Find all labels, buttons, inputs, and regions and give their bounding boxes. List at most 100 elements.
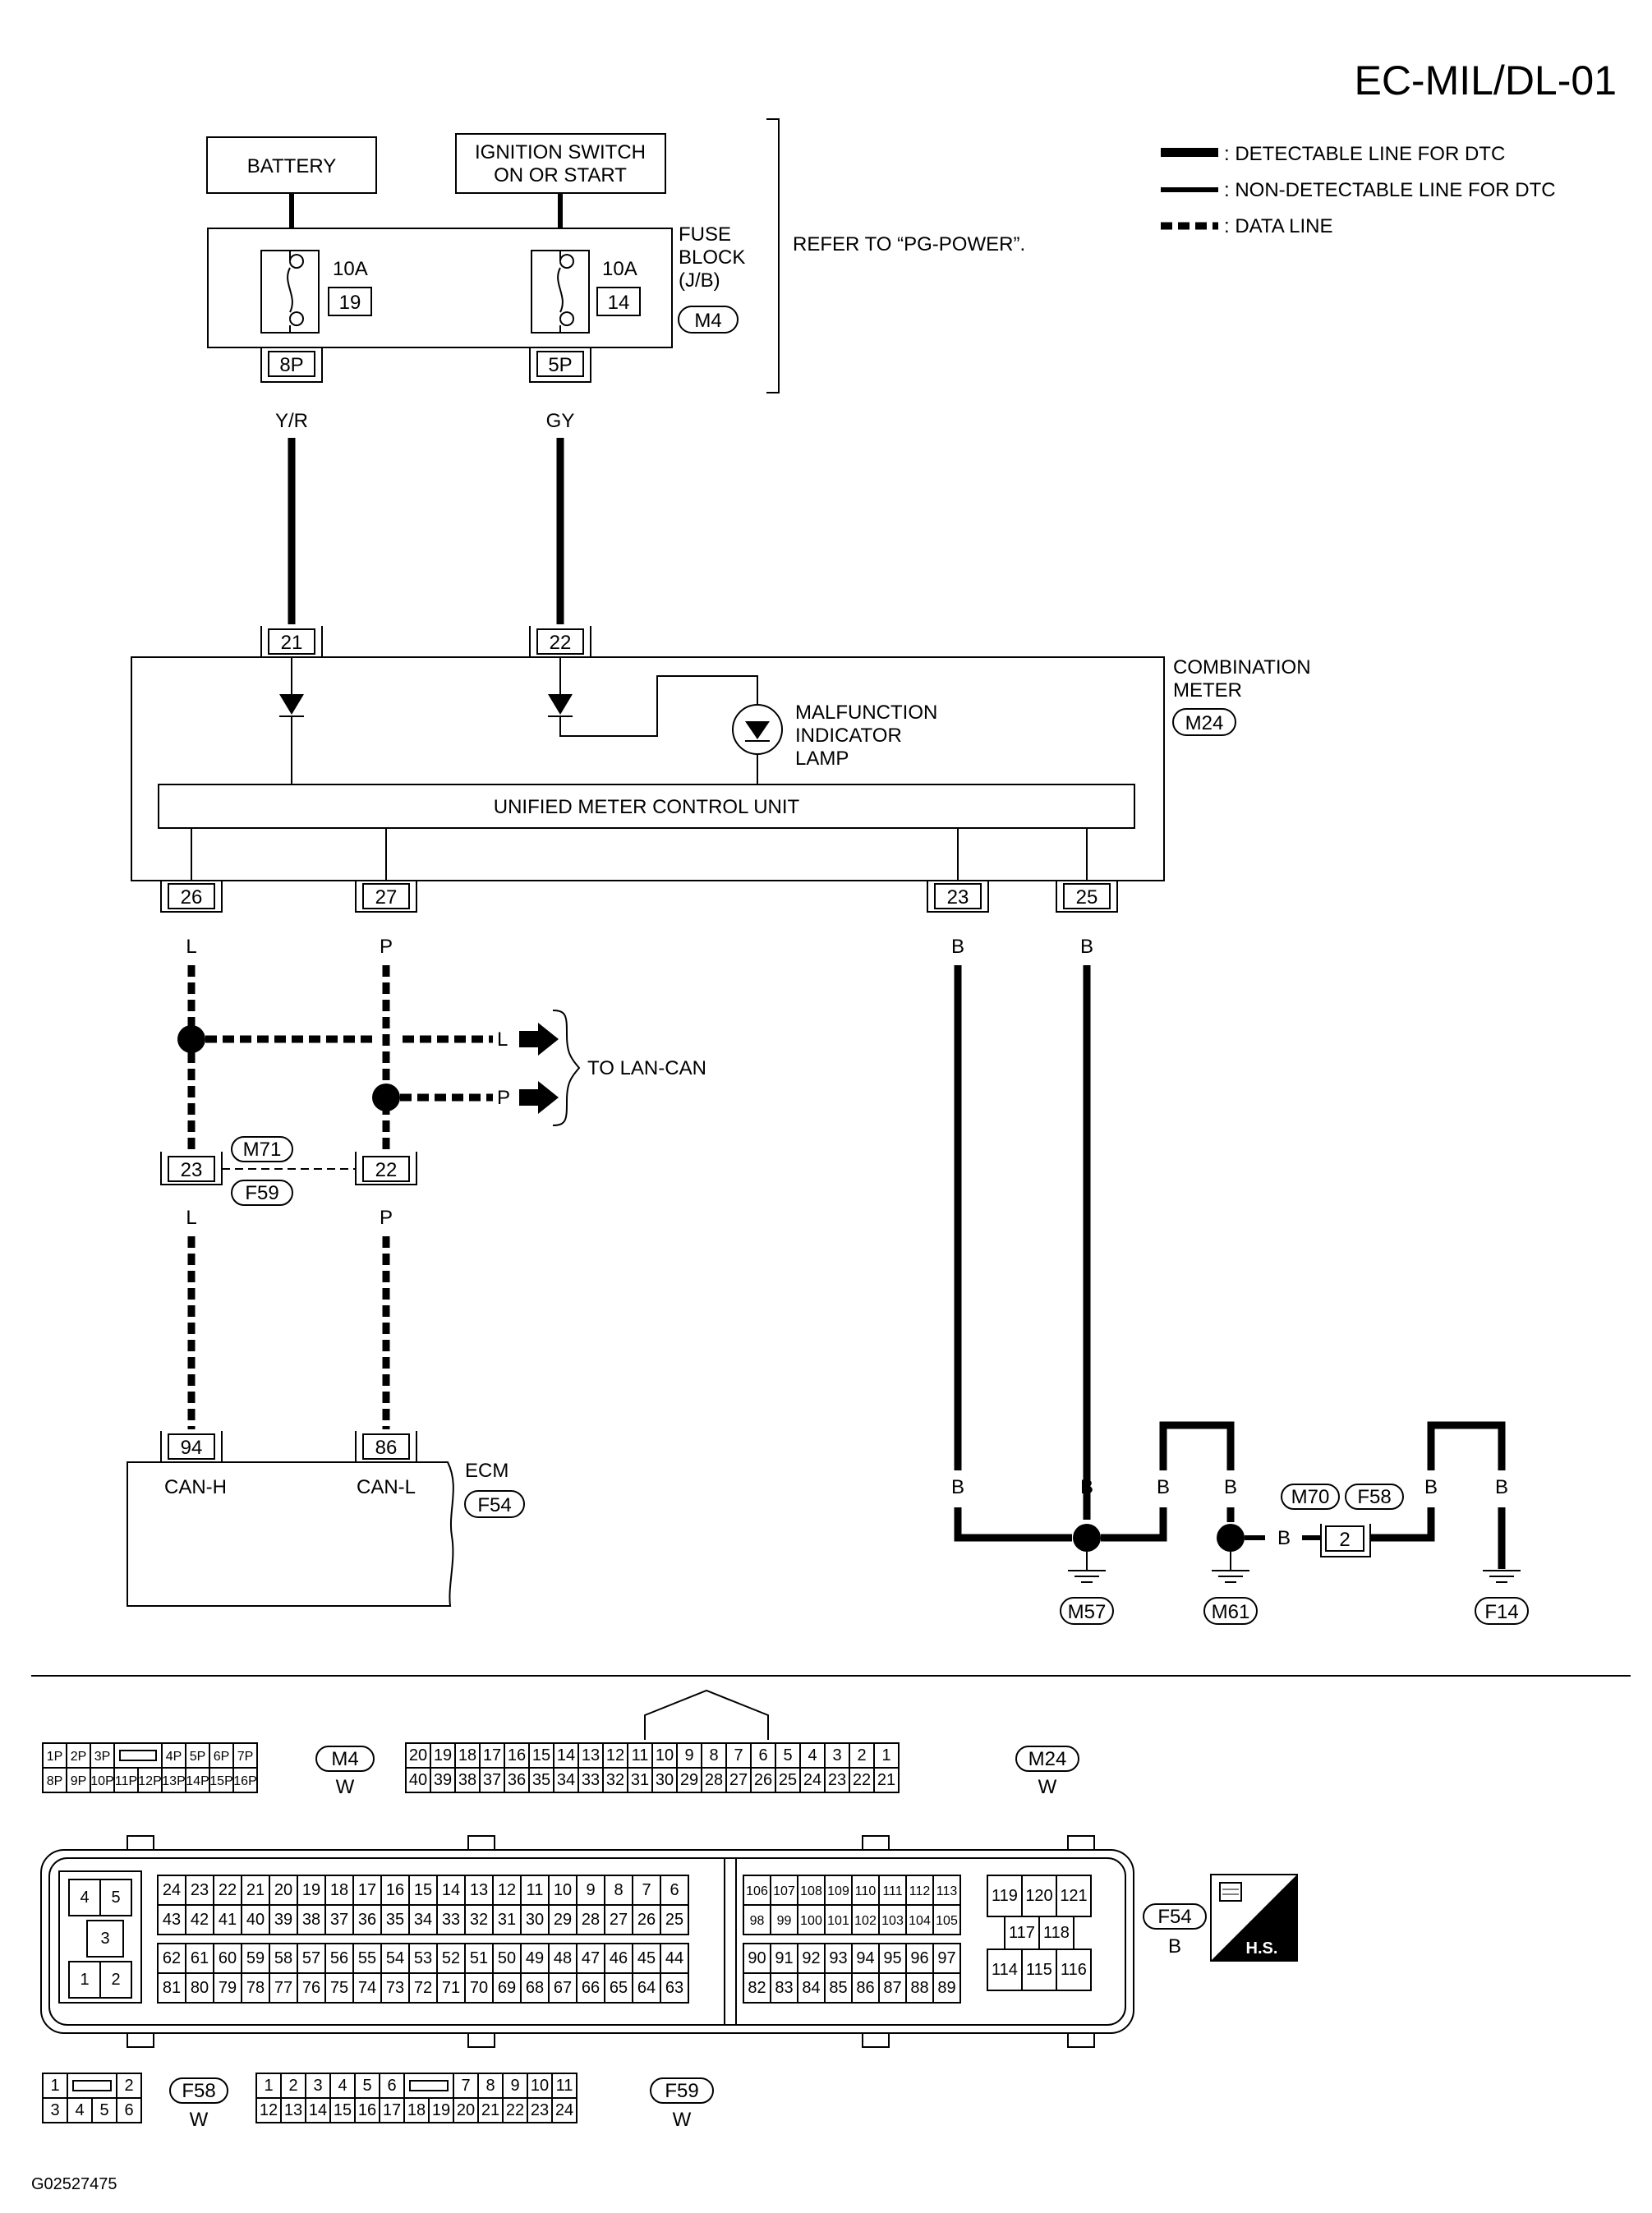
connector-m70-tag-label: M70 xyxy=(1291,1486,1330,1508)
connector-pin-cell xyxy=(1021,1948,1057,1991)
connector-pin-cell xyxy=(157,1875,186,1906)
connector-pin-label: 73 xyxy=(386,1979,404,1997)
connector-pin-label: 24 xyxy=(803,1771,821,1789)
connector-pin-label: 85 xyxy=(829,1979,847,1997)
connector-pin-cell xyxy=(627,1767,653,1793)
connector-pin-label: 110 xyxy=(855,1884,877,1898)
connector-pin-label: 21 xyxy=(246,1881,265,1899)
connector-pin-cell xyxy=(68,1879,101,1916)
connector-pin-label: 60 xyxy=(219,1949,237,1967)
connector-pin-label: 22 xyxy=(853,1771,871,1789)
battery-label: BATTERY xyxy=(247,155,336,177)
connector-pin-cell xyxy=(436,1904,466,1935)
connector-pin-label: 7 xyxy=(461,2077,470,2095)
connector-pin-label: 3 xyxy=(313,2077,322,2095)
connector-m24-tag-label: M24 xyxy=(1185,712,1224,734)
connector-pin-label: 103 xyxy=(881,1914,904,1928)
connector-pin-label: 54 xyxy=(386,1949,404,1967)
connector-pin-cell xyxy=(99,1879,132,1916)
connector-pin-label: 11 xyxy=(632,1746,649,1764)
lan-can-arrow-p-icon xyxy=(519,1081,559,1114)
connector-pin-label: 32 xyxy=(606,1771,624,1789)
connector-pin-cell xyxy=(305,2073,331,2099)
connector-pin-cell xyxy=(604,1972,633,2004)
mil-label-1: MALFUNCTION xyxy=(795,702,937,724)
connector-pin-label: 117 xyxy=(1009,1924,1035,1942)
connector-pin-label: 86 xyxy=(856,1979,874,1997)
connector-pin-label: 36 xyxy=(358,1911,376,1929)
connector-pin-cell xyxy=(878,1904,907,1935)
connector-pin-label: 18 xyxy=(330,1881,348,1899)
connector-pin-label: 18 xyxy=(407,2101,426,2119)
connector-pin-label: 66 xyxy=(582,1979,600,1997)
connector-pin-label: 119 xyxy=(992,1887,1018,1905)
connector-pin-label: 42 xyxy=(191,1911,209,1929)
connector-pin-label: 72 xyxy=(414,1979,432,1997)
connector-pin-label: 14 xyxy=(557,1746,575,1764)
meter-pin-26: 26 xyxy=(181,886,203,909)
to-lan-can-label: TO LAN-CAN xyxy=(587,1057,706,1079)
connector-pin-cell xyxy=(527,2097,553,2123)
connector-pin-label: 32 xyxy=(470,1911,488,1929)
ground-splice-m57 xyxy=(1073,1524,1101,1552)
connector-pin-label: 22 xyxy=(506,2101,524,2119)
connector-pin-label: 14P xyxy=(186,1774,209,1788)
connector-pin-label: 38 xyxy=(302,1911,320,1929)
connector-pin-label: 91 xyxy=(775,1949,793,1967)
connector-m4-tag xyxy=(678,306,739,334)
connector-pin-cell xyxy=(280,2097,306,2123)
connector-pin-label: 25 xyxy=(665,1911,683,1929)
can-l-splice xyxy=(372,1083,400,1111)
connector-pin-label: 29 xyxy=(680,1771,698,1789)
connector-pin-label: 20 xyxy=(409,1746,427,1764)
connector-pin-label: 90 xyxy=(748,1949,766,1967)
connector-pin-label: 9 xyxy=(684,1746,693,1764)
combination-meter-label-1: COMBINATION xyxy=(1173,656,1311,679)
connector-f58-face-tag xyxy=(169,2077,228,2104)
ground-wire-label-2: B xyxy=(1080,1476,1093,1498)
connector-pin-label: 28 xyxy=(582,1911,600,1929)
connector-pin-label: 3P xyxy=(94,1750,111,1764)
connector-pin-cell xyxy=(66,1767,91,1793)
connector-pin-cell xyxy=(232,1767,258,1793)
connector-pin-cell xyxy=(932,1904,961,1935)
connector-pin-label: 2 xyxy=(857,1746,866,1764)
connector-pin-label: 10 xyxy=(656,1746,674,1764)
connector-m71-tag-label: M71 xyxy=(243,1139,282,1161)
connector-pin-label: 41 xyxy=(219,1911,237,1929)
connector-pin-label: 80 xyxy=(191,1979,209,1997)
connector-pin-label: 88 xyxy=(910,1979,928,1997)
fuse-19-number: 19 xyxy=(339,292,361,314)
connector-pin-cell xyxy=(851,1972,880,2004)
connector-pin-label: 11P xyxy=(115,1774,137,1788)
junction-pin-22: 22 xyxy=(375,1159,398,1181)
connector-pin-label: 24 xyxy=(163,1881,181,1899)
connector-pin-label: 74 xyxy=(358,1979,376,1997)
connector-pin-cell xyxy=(743,1972,771,2004)
connector-pin-cell xyxy=(352,1904,382,1935)
connector-pin-label: 116 xyxy=(1061,1961,1087,1979)
connector-f59-face-tag xyxy=(650,2077,714,2104)
meter-bottom-terminals xyxy=(160,881,1118,913)
connector-pin-label: 5 xyxy=(111,1889,120,1907)
legend: : DETECTABLE LINE FOR DTC : NON-DETECTAB… xyxy=(1161,143,1556,237)
legend-data-line-label: : DATA LINE xyxy=(1224,215,1332,237)
connector-pin-cell xyxy=(354,2097,380,2123)
connector-pin-label: 64 xyxy=(637,1979,656,1997)
connector-pin-cell xyxy=(379,2073,405,2099)
connector-pin-label: 105 xyxy=(936,1914,958,1928)
connector-pin-label: 102 xyxy=(854,1914,877,1928)
connector-pin-label: 58 xyxy=(274,1949,292,1967)
connector-pin-cell xyxy=(632,1972,661,2004)
connector-f59-face-color: W xyxy=(673,2109,692,2131)
connector-pin-label: 4P xyxy=(166,1750,182,1764)
ground-icon-m57 xyxy=(1068,1552,1106,1583)
connector-pin-label: 49 xyxy=(526,1949,544,1967)
connector-pin-label: 38 xyxy=(458,1771,476,1789)
ground-f14-label: F14 xyxy=(1484,1601,1518,1623)
can-h-splice xyxy=(177,1025,205,1053)
connector-pin-label: 76 xyxy=(302,1979,320,1997)
connector-pin-label: 89 xyxy=(937,1979,955,1997)
connector-pin-label: 100 xyxy=(800,1914,822,1928)
connector-pin-label: 7 xyxy=(642,1881,651,1899)
